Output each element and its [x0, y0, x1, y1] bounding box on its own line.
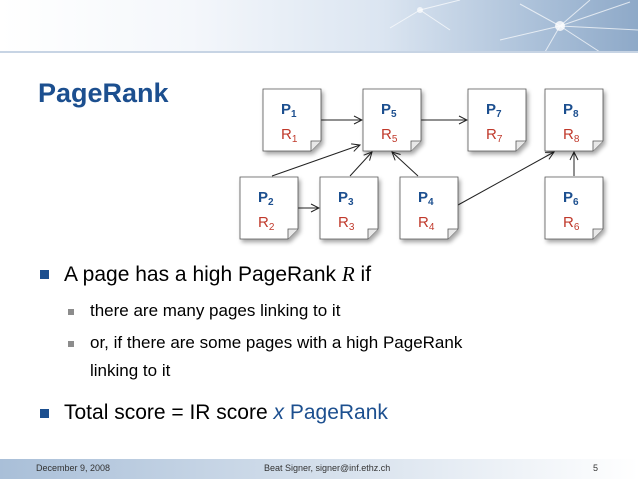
bullet-high-pagerank: A page has a high PageRank R if: [64, 262, 371, 287]
sub-bullet-high-pages: or, if there are some pages with a high …: [90, 333, 463, 352]
sub-bullet-high-pages-cont: linking to it: [90, 361, 171, 380]
dandelion-decoration: [389, 0, 638, 52]
sub-bullet-many-pages: there are many pages linking to it: [90, 301, 341, 320]
page-number: 5: [593, 463, 599, 473]
link-p4-p8: [457, 152, 554, 206]
header-band: [0, 0, 638, 52]
link-p2-p5: [271, 145, 360, 177]
pagerank-variable: R: [341, 262, 355, 286]
total-score-text: Total score = IR score: [64, 401, 268, 424]
link-p4-p5: [392, 152, 419, 177]
sub-bullet-marker: [68, 309, 74, 315]
bullet-total-score: Total score = IR score x PageRank: [64, 401, 388, 425]
link-p3-p5: [349, 152, 372, 177]
bullet-marker: [40, 409, 49, 418]
bullet-marker: [40, 270, 49, 279]
bullet-high-pagerank-text: A page has a high PageRank: [64, 263, 337, 286]
footer: December 9, 2008 Beat Signer, signer@inf…: [0, 459, 638, 479]
title-rule: [0, 51, 638, 53]
footer-author: Beat Signer, signer@inf.ethz.ch: [264, 463, 391, 473]
footer-date: December 9, 2008: [36, 463, 111, 473]
slide-title: PageRank: [38, 78, 169, 108]
bullet-high-pagerank-tail: if: [354, 263, 372, 286]
times-symbol: x: [273, 401, 285, 424]
total-score-pagerank: PageRank: [284, 401, 388, 424]
sub-bullet-marker: [68, 341, 74, 347]
